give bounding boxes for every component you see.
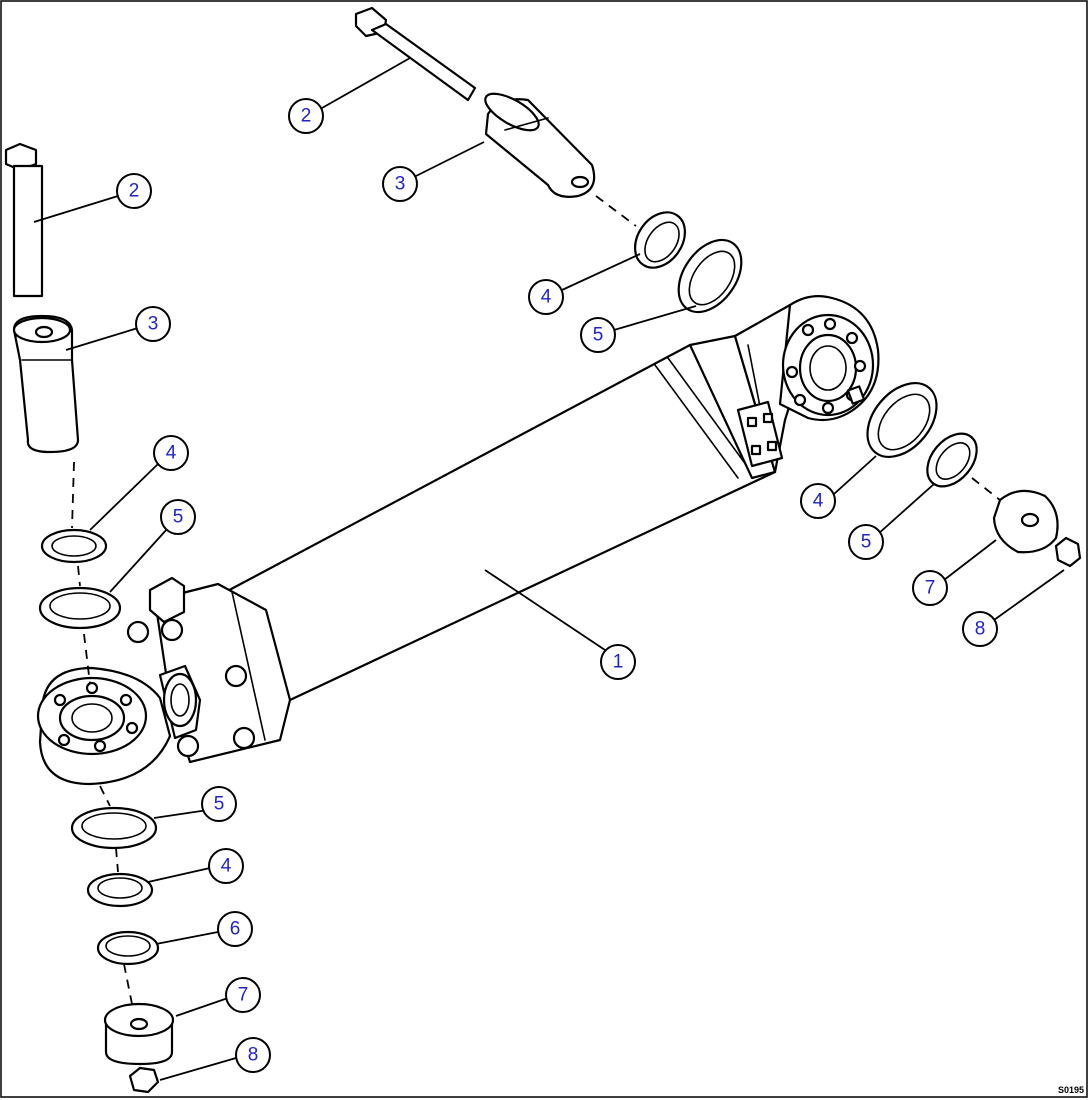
svg-text:5: 5 <box>593 325 604 346</box>
callout-4-left: 4 <box>153 435 189 471</box>
washer-6 <box>96 930 160 966</box>
svg-text:4: 4 <box>221 856 232 877</box>
svg-text:8: 8 <box>248 1045 259 1066</box>
assembly-center-lines <box>71 195 1001 1005</box>
seal-4-right <box>866 382 938 458</box>
svg-text:2: 2 <box>301 106 312 127</box>
bolt-upper <box>354 6 477 102</box>
svg-text:3: 3 <box>148 314 159 335</box>
pin-upper <box>484 92 596 198</box>
callout-8-lower: 8 <box>235 1037 271 1073</box>
pin-left <box>12 314 80 454</box>
cap-7-right <box>992 489 1059 554</box>
bolt-left <box>4 142 44 298</box>
callout-7-right: 7 <box>912 570 948 606</box>
callout-7-lower: 7 <box>225 977 261 1013</box>
svg-text:4: 4 <box>813 491 824 512</box>
cap-7-lower <box>103 1002 175 1066</box>
svg-text:5: 5 <box>214 794 225 815</box>
seal-4-left <box>40 528 108 564</box>
svg-text:3: 3 <box>395 174 406 195</box>
svg-text:8: 8 <box>975 619 986 640</box>
leader-lines <box>33 57 1065 1081</box>
callout-4-right: 4 <box>800 483 836 519</box>
nut-8-lower <box>128 1066 160 1094</box>
svg-text:5: 5 <box>861 532 872 553</box>
svg-text:5: 5 <box>173 507 184 528</box>
callout-5-upper: 5 <box>580 317 616 353</box>
svg-text:1: 1 <box>613 652 624 673</box>
seal-5-left <box>38 586 122 630</box>
callout-3-upper: 3 <box>382 166 418 202</box>
svg-text:4: 4 <box>166 443 177 464</box>
callout-4-upper: 4 <box>528 279 564 315</box>
cylinder-eye-left <box>36 666 172 786</box>
svg-text:2: 2 <box>129 181 140 202</box>
drawing-code: S0195 <box>1058 1085 1084 1095</box>
svg-text:7: 7 <box>925 578 936 599</box>
callout-5-lower: 5 <box>201 786 237 822</box>
callout-1: 1 <box>600 644 636 680</box>
callout-3-left: 3 <box>135 306 171 342</box>
callout-8-right: 8 <box>962 611 998 647</box>
callout-4-lower: 4 <box>208 848 244 884</box>
seal-5-right <box>926 432 978 488</box>
svg-text:7: 7 <box>238 985 249 1006</box>
cylinder-head-left <box>126 576 292 764</box>
seal-4-upper <box>633 211 687 269</box>
callout-5-right: 5 <box>848 524 884 560</box>
svg-text:4: 4 <box>541 287 552 308</box>
svg-text:6: 6 <box>230 919 241 940</box>
seal-5-lower <box>70 806 158 850</box>
cylinder-barrel <box>216 298 824 702</box>
cylinder-eye-right <box>736 295 880 468</box>
callout-2-left: 2 <box>116 173 152 209</box>
callout-2-upper: 2 <box>288 98 324 134</box>
nut-8-right <box>1054 536 1082 568</box>
callout-5-left: 5 <box>160 499 196 535</box>
seal-4-lower <box>86 872 154 908</box>
callout-6: 6 <box>217 911 253 947</box>
